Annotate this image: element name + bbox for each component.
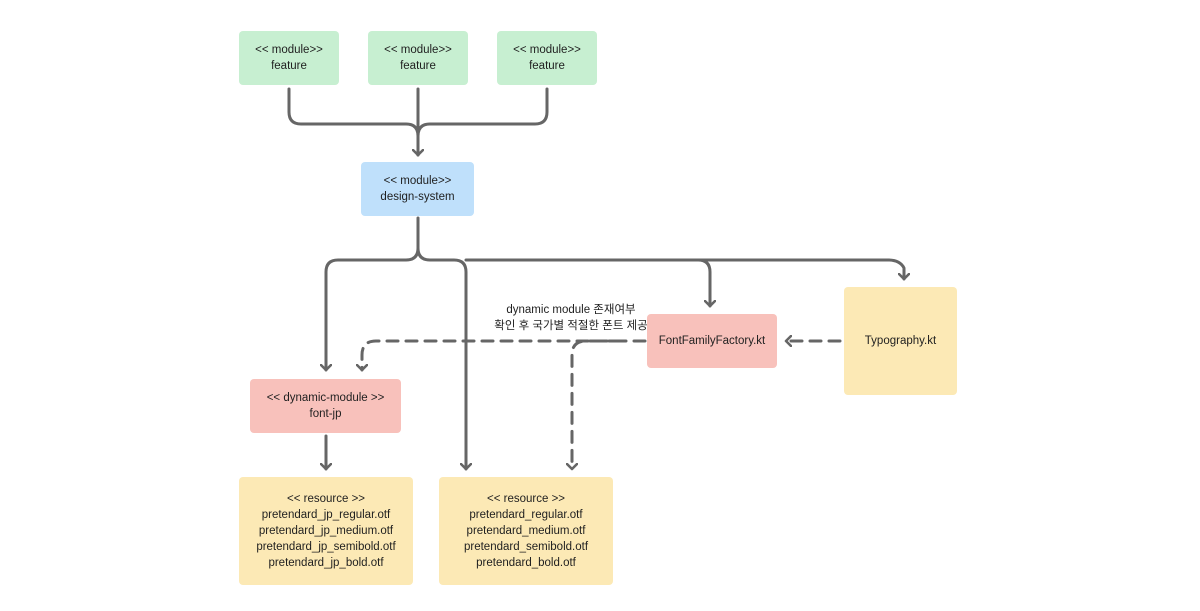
- resource-file: pretendard_semibold.otf: [463, 541, 589, 553]
- resource-file: pretendard_jp_regular.otf: [261, 509, 391, 521]
- node-stereotype: << resource >>: [487, 493, 565, 505]
- edge-design-system-to-resource-default: [416, 246, 466, 471]
- edge-design-system-to-font-jp: [326, 216, 420, 372]
- feature-module-node-3: << module>> feature: [497, 31, 597, 85]
- font-family-factory-node: FontFamilyFactory.kt: [647, 314, 777, 368]
- annotation-line-1: dynamic module 존재여부: [506, 304, 636, 316]
- node-label: design-system: [380, 191, 455, 203]
- resource-file: pretendard_bold.otf: [476, 557, 576, 569]
- node-label: FontFamilyFactory.kt: [658, 335, 766, 347]
- resource-jp-node: << resource >> pretendard_jp_regular.otf…: [239, 477, 413, 585]
- node-label: feature: [400, 60, 436, 72]
- node-label: feature: [271, 60, 307, 72]
- node-stereotype: << module>>: [513, 44, 581, 56]
- node-stereotype: << module>>: [255, 44, 323, 56]
- typography-node: Typography.kt: [844, 287, 957, 395]
- node-stereotype: << module>>: [383, 175, 452, 187]
- annotation-line-2: 확인 후 국가별 적절한 폰트 제공: [494, 320, 648, 332]
- node-stereotype: << dynamic-module >>: [266, 392, 385, 404]
- node-label: feature: [529, 60, 565, 72]
- feature-module-node-1: << module>> feature: [239, 31, 339, 85]
- resource-file: pretendard_medium.otf: [466, 525, 586, 537]
- node-stereotype: << resource >>: [287, 493, 365, 505]
- edge-feature-1-to-design-system: [287, 87, 418, 157]
- resource-file: pretendard_jp_medium.otf: [258, 525, 394, 537]
- font-jp-dynamic-module-node: << dynamic-module >> font-jp: [250, 379, 401, 433]
- resource-file: pretendard_jp_bold.otf: [268, 557, 384, 569]
- node-label: font-jp: [309, 408, 342, 420]
- resource-file: pretendard_jp_semibold.otf: [256, 541, 396, 553]
- design-system-module-node: << module>> design-system: [361, 162, 474, 216]
- feature-module-node-2: << module>> feature: [368, 31, 468, 85]
- edge-feature-3-to-design-system: [416, 87, 549, 138]
- resource-file: pretendard_regular.otf: [469, 509, 583, 521]
- edge-design-system-to-typography: [696, 258, 904, 281]
- edge-design-system-to-font-family-factory: [464, 258, 710, 308]
- node-stereotype: << module>>: [384, 44, 452, 56]
- node-label: Typography.kt: [864, 335, 937, 347]
- edge-font-family-factory-to-font-jp: [362, 339, 647, 372]
- edge-font-family-factory-to-resource-default: [572, 339, 622, 471]
- resource-default-node: << resource >> pretendard_regular.otf pr…: [439, 477, 613, 585]
- annotation-text: dynamic module 존재여부 확인 후 국가별 적절한 폰트 제공: [488, 302, 654, 334]
